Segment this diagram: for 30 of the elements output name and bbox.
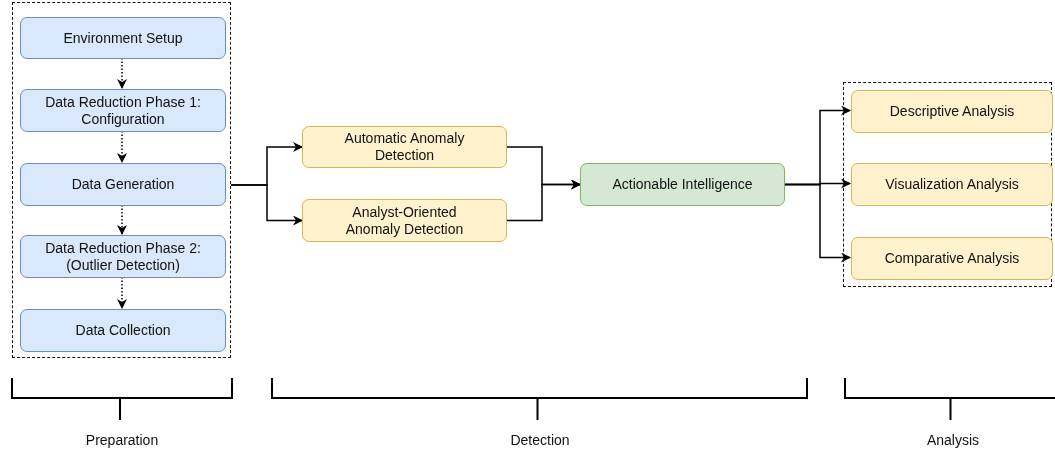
box-label: Data Collection [75,322,171,339]
process-box [20,163,226,206]
box-label: Environment Setup [63,29,183,47]
process-box [302,126,507,168]
phase-label: Detection [510,432,570,448]
phase-label: Analysis [926,432,980,448]
box-label: Descriptive Analysis [889,103,1015,120]
box-label: Analyst-Oriented Anomaly Detection [344,203,465,238]
box-label: Actionable Intelligence [612,176,753,193]
process-box [851,237,1053,280]
dashed-group-frame [843,82,1052,287]
process-box [851,90,1053,133]
process-box [580,163,785,206]
box-label: Comparative Analysis [884,250,1020,267]
box-label: Automatic Anomaly Detection [343,130,466,164]
arrow [506,179,581,222]
arrow [230,184,303,226]
process-box [20,235,226,278]
box-label: Data Reduction Phase 1: Configuration [44,93,202,128]
dashed-group-frame [12,2,231,358]
arrow [784,183,851,263]
process-box [20,89,226,132]
box-label: Data Generation [71,176,175,193]
phase-label: Preparation [85,432,159,448]
process-box [20,309,226,352]
process-box [20,17,226,59]
box-label: Visualization Analysis [885,176,1019,193]
box-label: Data Reduction Phase 2: (Outlier Detection) [44,239,202,274]
process-box [302,199,507,242]
process-box [851,163,1053,206]
